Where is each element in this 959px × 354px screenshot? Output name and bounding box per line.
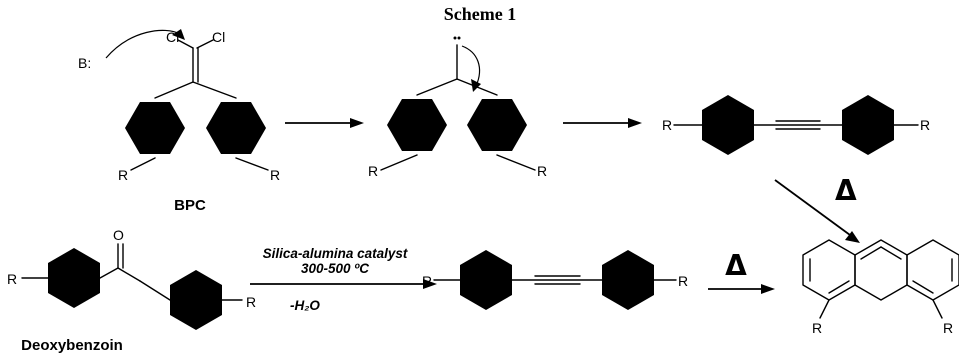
deoxybenzoin-oxygen: O — [113, 227, 124, 243]
base-label: B: — [78, 55, 91, 71]
catalysis-reaction-arrow — [250, 279, 437, 289]
carbene-lone-pair — [453, 36, 461, 40]
acetylene-top-r-right: R — [920, 117, 930, 133]
carbene-r-left: R — [368, 163, 378, 179]
phenanthrene-r-left: R — [812, 320, 822, 336]
deoxybenzoin-structure — [21, 243, 243, 330]
bpc-chlorine-left: Cl — [166, 29, 179, 45]
reaction-arrow-2 — [563, 118, 642, 128]
carbene-migration-arrow — [461, 45, 481, 92]
condition-temperature: 300-500 ºC — [301, 261, 369, 276]
phenanthrene-structure — [802, 239, 959, 319]
diagonal-heat-arrow — [774, 179, 860, 243]
delta-label-bottom: Δ — [725, 249, 747, 282]
carbene-r-right: R — [537, 163, 547, 179]
bpc-r-left: R — [118, 167, 128, 183]
diarylacetylene-bottom-structure — [433, 250, 677, 310]
acetylene-top-r-left: R — [662, 117, 672, 133]
phenanthrene-r-right: R — [943, 320, 953, 336]
deoxybenzoin-r-left: R — [7, 271, 17, 287]
bpc-chlorine-right: Cl — [212, 29, 225, 45]
bpc-electron-push-arrow — [105, 29, 185, 59]
delta-label-diagonal: Δ — [835, 174, 857, 207]
bpc-structure — [117, 39, 274, 171]
heat-reaction-arrow — [708, 284, 775, 294]
bpc-compound-name: BPC — [174, 197, 206, 214]
carbene-structure — [379, 44, 536, 171]
deoxybenzoin-compound-name: Deoxybenzoin — [21, 337, 123, 354]
acetylene-bottom-r-right: R — [678, 273, 688, 289]
diarylacetylene-top-structure — [673, 95, 919, 155]
acetylene-bottom-r-left: R — [422, 273, 432, 289]
deoxybenzoin-r-right: R — [246, 294, 256, 310]
scheme-title: Scheme 1 — [444, 4, 516, 24]
reaction-arrow-1 — [285, 118, 364, 128]
bpc-r-right: R — [270, 167, 280, 183]
condition-water-loss: -H₂O — [290, 298, 320, 313]
condition-catalyst: Silica-alumina catalyst — [263, 246, 408, 261]
